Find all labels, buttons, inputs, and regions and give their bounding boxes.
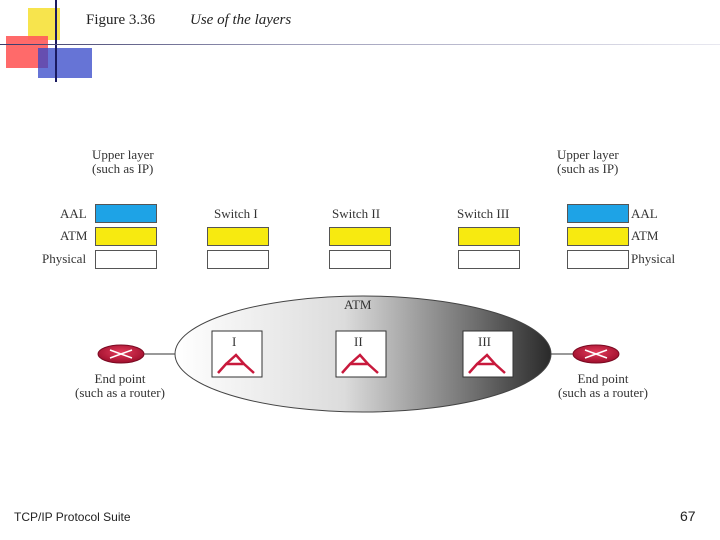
switch-1-atm-layer (207, 227, 269, 246)
right-endpoint-label: End point (such as a router) (551, 372, 655, 400)
right-atm-layer (567, 227, 629, 246)
footer-left-text: TCP/IP Protocol Suite (14, 510, 131, 524)
right-physical-label: Physical (631, 251, 676, 266)
decor-yellow-square (28, 8, 60, 40)
decor-blue-square (38, 48, 92, 78)
switch-3-label: Switch III (457, 206, 510, 221)
right-atm-label: ATM (631, 228, 659, 243)
switch-1-icon (211, 330, 263, 378)
left-atm-label: ATM (60, 228, 88, 243)
left-physical-layer (95, 250, 157, 269)
switch-2-atm-layer (329, 227, 391, 246)
left-upper-layer-label: Upper layer (such as IP) (92, 148, 154, 176)
switch-1-physical-layer (207, 250, 269, 269)
left-endpoint-line2: (such as a router) (75, 385, 165, 400)
right-router-icon (572, 344, 620, 364)
switch-2-physical-layer (329, 250, 391, 269)
left-aal-label: AAL (60, 206, 87, 221)
switch-3-atm-layer (458, 227, 520, 246)
switch-2-label: Switch II (332, 206, 381, 221)
left-physical-label: Physical (42, 251, 87, 266)
left-endpoint-line1: End point (94, 371, 146, 386)
right-endpoint-line1: End point (577, 371, 629, 386)
left-endpoint-label: End point (such as a router) (68, 372, 172, 400)
figure-title: Use of the layers (190, 12, 292, 28)
figure-number: Figure 3.36 (86, 12, 156, 28)
decor-horizontal-line (0, 44, 720, 45)
right-aal-layer (567, 204, 629, 223)
switch-1-label: Switch I (214, 206, 258, 221)
right-aal-label: AAL (631, 206, 658, 221)
left-aal-layer (95, 204, 157, 223)
right-upper-layer-label: Upper layer (such as IP) (557, 148, 619, 176)
switch-1-roman: I (232, 334, 237, 349)
atm-network-label: ATM (344, 297, 372, 312)
right-upper-layer-line2: (such as IP) (557, 161, 619, 176)
switch-3-icon (462, 330, 514, 378)
right-endpoint-line2: (such as a router) (558, 385, 648, 400)
switch-2-icon (335, 330, 387, 378)
left-atm-layer (95, 227, 157, 246)
switch-3-roman: III (478, 334, 491, 349)
right-upper-layer-line1: Upper layer (557, 147, 619, 162)
left-router-icon (97, 344, 145, 364)
left-upper-layer-line1: Upper layer (92, 147, 154, 162)
page-number: 67 (680, 508, 696, 524)
switch-3-physical-layer (458, 250, 520, 269)
decor-vertical-line (55, 0, 57, 82)
right-physical-layer (567, 250, 629, 269)
switch-2-roman: II (354, 334, 363, 349)
left-upper-layer-line2: (such as IP) (92, 161, 154, 176)
